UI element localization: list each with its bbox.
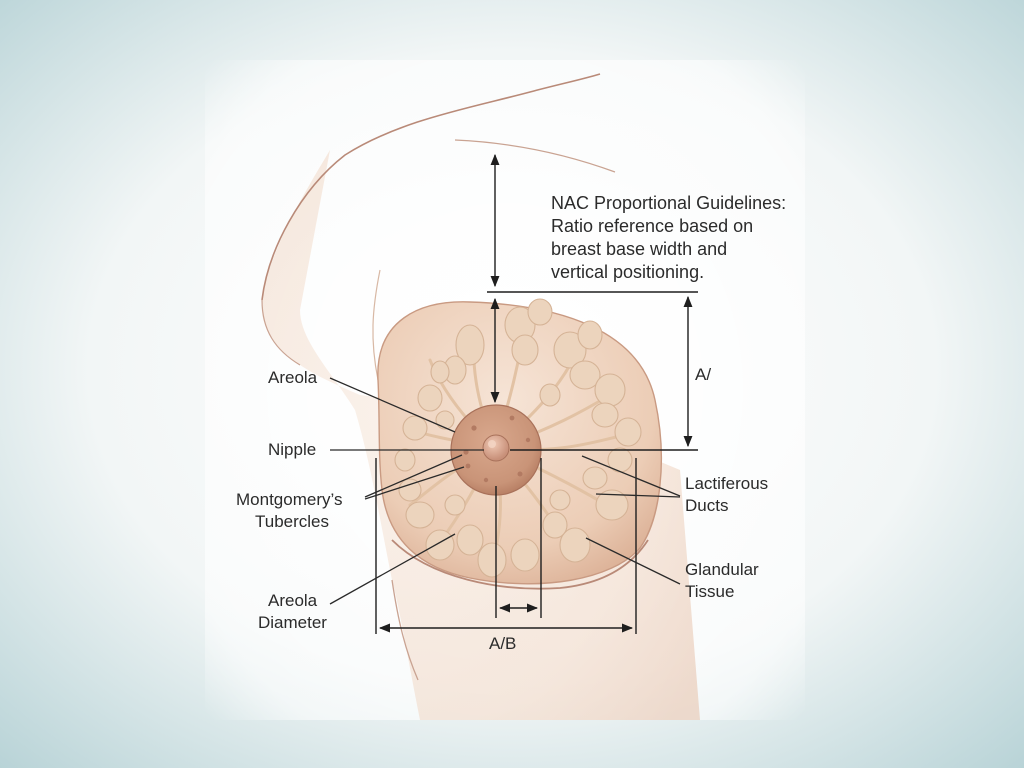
leader-montgomery-1 — [364, 454, 463, 498]
guideline-line-1: NAC Proportional Guidelines: — [551, 193, 786, 213]
guideline-note: NAC Proportional Guidelines: Ratio refer… — [551, 193, 786, 282]
shoulder-contour — [261, 73, 601, 301]
arm-contour — [261, 299, 301, 366]
flank-contour — [391, 579, 419, 681]
label-areola-diameter-line-2: Diameter — [258, 613, 327, 632]
gland-lobules — [394, 298, 642, 578]
dimension-label-horizontal: A/B — [489, 634, 516, 653]
nipple-shape — [482, 434, 510, 462]
label-nipple: Nipple — [268, 440, 316, 459]
underarm-contour — [372, 269, 381, 381]
label-montgomery-line-2: Tubercles — [255, 512, 329, 531]
leader-lines — [329, 377, 681, 605]
label-glandular-line-2: Tissue — [685, 582, 734, 601]
leader-glandular — [585, 537, 681, 585]
inframammary-fold — [391, 539, 649, 590]
guideline-line-3: breast base width and — [551, 239, 727, 259]
montgomerys-tubercles — [463, 415, 531, 483]
dimension-lines — [375, 153, 698, 634]
leader-lactiferous-2 — [595, 493, 681, 498]
label-lactiferous-line-2: Ducts — [685, 496, 728, 515]
label-lactiferous-line-1: Lactiferous — [685, 474, 768, 493]
label-montgomery-line-1: Montgomery’s — [236, 490, 342, 509]
leader-montgomery-2 — [364, 466, 465, 500]
guideline-line-4: vertical positioning. — [551, 262, 704, 282]
label-areola-diameter-line-1: Areola — [268, 591, 318, 610]
clavicle-contour — [454, 139, 616, 173]
guideline-line-2: Ratio reference based on — [551, 216, 753, 236]
label-areola: Areola — [268, 368, 318, 387]
leader-areola — [329, 377, 456, 433]
label-glandular-line-1: Glandular — [685, 560, 759, 579]
dimension-label-vertical: A/ — [695, 365, 711, 384]
leader-lactiferous-1 — [581, 455, 681, 497]
leader-areola-diameter — [329, 533, 456, 605]
